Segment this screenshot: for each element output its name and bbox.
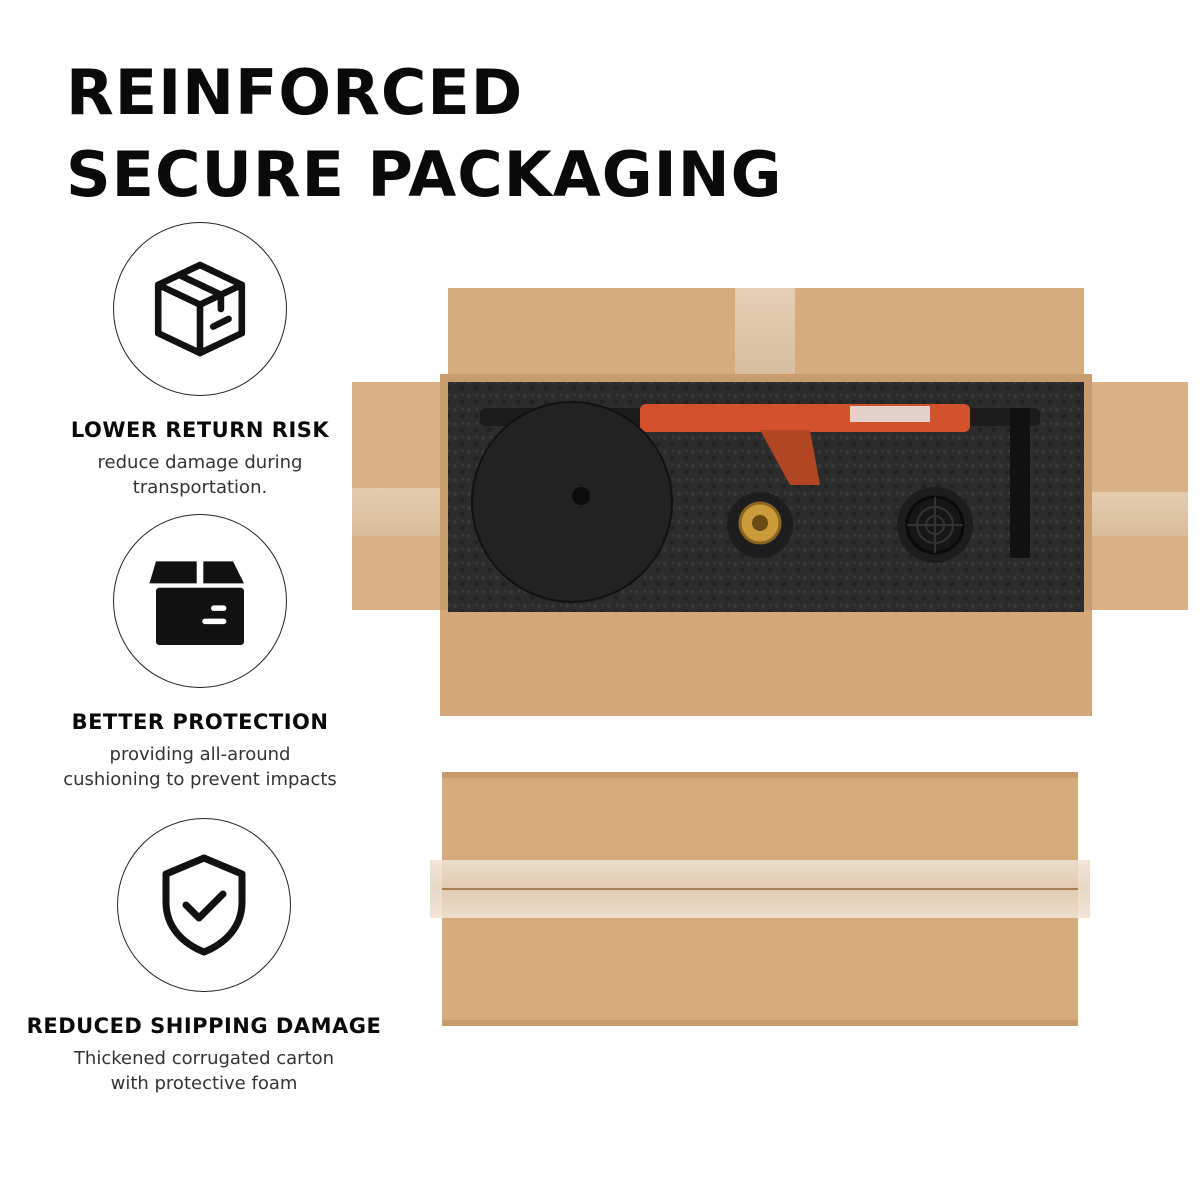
vertical-rod (1010, 408, 1030, 558)
rubber-pad-grid (907, 497, 963, 553)
feature-desc-line: transportation. (132, 477, 268, 498)
feature-icon-circle (113, 222, 287, 396)
feature-desc-line: providing all-around (109, 744, 291, 765)
headline: REINFORCED SECURE PACKAGING (66, 52, 783, 216)
handle-trigger (760, 430, 820, 485)
box-edge (442, 1020, 1078, 1026)
base-plate-hole (572, 487, 590, 505)
headline-line-1: REINFORCED (66, 56, 524, 129)
feature-reduced-shipping-damage: REDUCED SHIPPING DAMAGE Thickened corrug… (4, 818, 404, 1096)
feature-icon-circle (117, 818, 291, 992)
feature-desc-line: Thickened corrugated carton (73, 1048, 335, 1069)
handle-label (850, 406, 930, 422)
feature-desc-line: reduce damage during (97, 452, 303, 473)
feature-title: REDUCED SHIPPING DAMAGE (26, 1014, 382, 1038)
feature-better-protection: BETTER PROTECTION providing all-around c… (0, 514, 400, 792)
feature-description: reduce damage during transportation. (0, 450, 400, 500)
tape-strip (352, 488, 452, 536)
feature-icon-circle (113, 514, 287, 688)
feature-desc-line: with protective foam (110, 1073, 298, 1094)
shield-check-icon (162, 854, 246, 956)
brass-fitting-center (752, 515, 768, 531)
tape-strip (1084, 492, 1188, 536)
tape-strip (735, 288, 795, 382)
box-edge (442, 772, 1078, 778)
feature-title: LOWER RETURN RISK (70, 418, 330, 442)
feature-description: providing all-around cushioning to preve… (0, 742, 400, 792)
box-outline-icon (154, 261, 246, 357)
headline-line-2: SECURE PACKAGING (66, 138, 783, 211)
round-base-plate (471, 401, 673, 603)
box-front-wall (440, 610, 1092, 716)
closed-box-illustration (430, 772, 1090, 1026)
box-filled-icon (149, 561, 244, 645)
feature-lower-return-risk: LOWER RETURN RISK reduce damage during t… (0, 222, 400, 500)
feature-description: Thickened corrugated carton with protect… (4, 1046, 404, 1096)
open-box-illustration (352, 288, 1188, 716)
feature-desc-line: cushioning to prevent impacts (63, 769, 337, 790)
feature-title: BETTER PROTECTION (71, 710, 329, 734)
